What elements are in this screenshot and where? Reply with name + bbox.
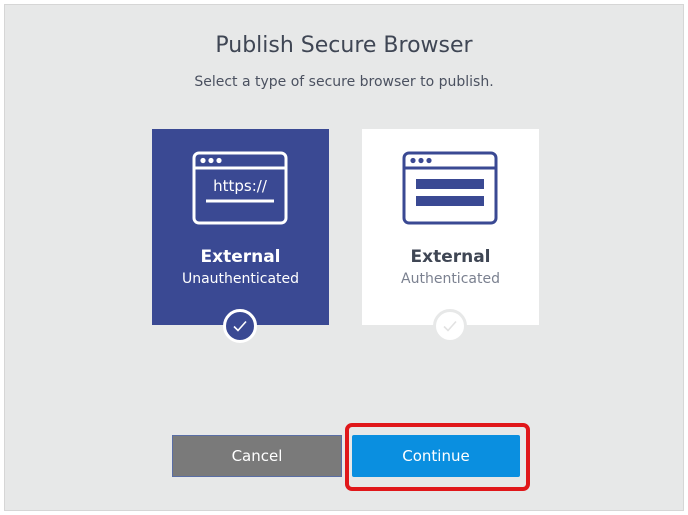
- option-name: External: [200, 247, 281, 267]
- continue-button[interactable]: Continue: [352, 435, 520, 477]
- option-external-unauthenticated[interactable]: https:// External Unauthenticated: [152, 129, 329, 343]
- dialog-title: Publish Secure Browser: [215, 33, 473, 58]
- cancel-button[interactable]: Cancel: [172, 435, 342, 477]
- selected-check-indicator: [223, 309, 257, 343]
- option-external-authenticated[interactable]: External Authenticated: [362, 129, 539, 343]
- publish-secure-browser-dialog: Publish Secure Browser Select a type of …: [4, 4, 684, 511]
- browser-https-icon: https://: [192, 151, 288, 225]
- highlight-box: [345, 423, 530, 491]
- option-name: External: [410, 247, 491, 267]
- browser-login-icon: [402, 151, 498, 225]
- option-subtitle: Unauthenticated: [181, 271, 300, 287]
- dialog-subtitle: Select a type of secure browser to publi…: [194, 74, 494, 90]
- https-url-text: https://: [213, 177, 268, 195]
- unselected-check-indicator: [433, 309, 467, 343]
- checkmark-icon: [443, 320, 457, 332]
- checkmark-icon: [233, 320, 247, 332]
- option-subtitle: Authenticated: [401, 271, 500, 287]
